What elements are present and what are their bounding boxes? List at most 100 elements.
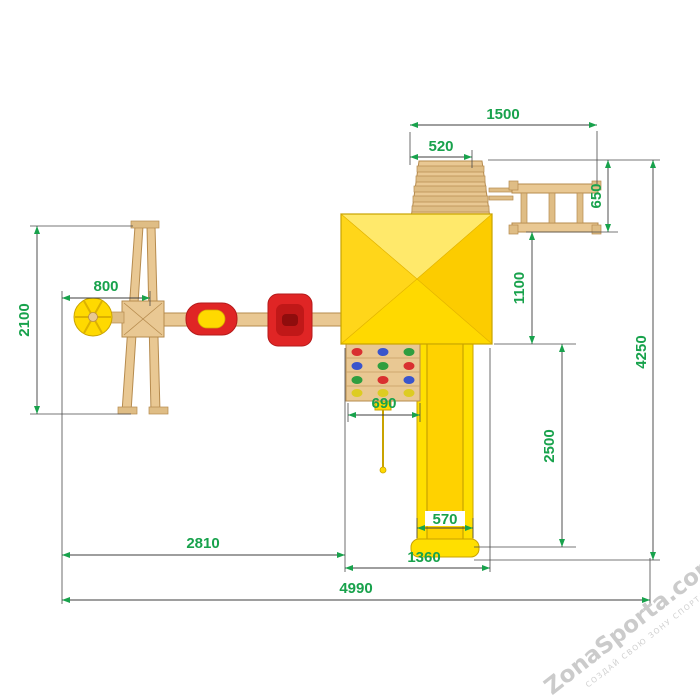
dim-2500-label: 2500	[541, 429, 558, 462]
rope-ball	[379, 466, 387, 474]
dimensions: 1500 520 650 1100	[16, 106, 660, 604]
post-foot	[591, 180, 602, 191]
arrow-head	[464, 154, 472, 160]
arrow-head	[62, 552, 70, 558]
arrow-head	[559, 344, 565, 352]
arrow-head	[559, 539, 565, 547]
arrow-head	[142, 295, 150, 301]
dim-4250-label: 4250	[633, 335, 650, 368]
hub-brace	[123, 302, 163, 336]
climb-hold	[377, 376, 389, 384]
dim-650-label: 650	[588, 183, 605, 208]
dim-1100-label: 1100	[511, 272, 528, 305]
dim-570-label: 570	[432, 511, 457, 528]
arrow-head	[62, 597, 70, 603]
arrow-head	[529, 336, 535, 344]
dim-1500: 1500	[409, 106, 598, 184]
arrow-head	[650, 160, 656, 168]
a-frame-foot	[117, 406, 138, 415]
a-frame-foot	[148, 406, 169, 415]
arrow-head	[345, 565, 353, 571]
swing-beam	[149, 312, 343, 327]
arrow-head	[465, 525, 473, 531]
climb-hold	[377, 362, 389, 370]
arrow-head	[642, 597, 650, 603]
arrow-head	[348, 412, 356, 418]
arrow-head	[410, 122, 418, 128]
entry-ladder	[410, 160, 491, 219]
ladder-rung	[415, 175, 486, 183]
dim-4990: 4990	[62, 558, 651, 604]
dim-1100: 1100	[494, 232, 576, 345]
post-foot	[591, 224, 602, 235]
climb-hold	[403, 348, 415, 356]
dim-520: 520	[410, 138, 473, 168]
dim-690: 690	[347, 395, 421, 422]
swing-seat	[267, 293, 313, 347]
label-backing	[425, 511, 465, 526]
climb-hold	[351, 376, 363, 384]
dim-2100-label: 2100	[16, 303, 33, 336]
swing-frame	[105, 220, 343, 415]
arrow-head	[482, 565, 490, 571]
ladder-rung	[416, 165, 485, 173]
rung	[520, 192, 528, 224]
arrow-head	[605, 160, 611, 168]
arrow-head	[417, 525, 425, 531]
slide-exit	[410, 538, 480, 558]
climb-hold	[403, 362, 415, 370]
steering-wheel	[73, 297, 113, 337]
dim-650: 650	[488, 159, 660, 233]
climb-hold	[377, 348, 389, 356]
dim-4990-label: 4990	[339, 580, 372, 597]
dim-690-label: 690	[371, 395, 396, 412]
climbing-wall	[345, 343, 421, 402]
arrow-head	[34, 226, 40, 234]
monkey-bars	[488, 180, 602, 235]
structure	[73, 160, 602, 558]
arrow-head	[529, 232, 535, 240]
dim-2100: 2100	[16, 225, 133, 415]
wheel-hub	[88, 312, 98, 322]
watermark: ZonaSporta.com СОЗДАЙ СВОЮ ЗОНУ СПОРТА	[540, 549, 700, 700]
watermark-brand: ZonaSporta.com	[540, 549, 700, 700]
dim-570: 570	[416, 511, 474, 538]
bottom-rail	[511, 222, 599, 233]
slide	[410, 343, 480, 558]
ladder-rung	[411, 205, 490, 213]
climb-hold	[377, 389, 389, 397]
post-foot	[508, 224, 519, 235]
arrow-head	[412, 412, 420, 418]
dim-2810: 2810	[61, 291, 345, 604]
tower-roof	[340, 213, 493, 345]
dim-1500-label: 1500	[486, 106, 519, 123]
a-frame-top-cap	[130, 220, 160, 229]
post-foot	[508, 180, 519, 191]
climb-hold	[403, 389, 415, 397]
dim-520-label: 520	[428, 138, 453, 155]
climb-hold	[351, 348, 363, 356]
rung	[548, 192, 556, 224]
top-rail	[511, 183, 599, 194]
arrow-head	[605, 224, 611, 232]
arrow-head	[34, 406, 40, 414]
climb-hold	[403, 376, 415, 384]
dim-1360-label: 1360	[407, 549, 440, 566]
dim-800: 800	[62, 278, 151, 306]
ladder-rung	[413, 185, 487, 193]
climb-hold	[351, 389, 363, 397]
arrow-head	[410, 154, 418, 160]
arrow-head	[650, 552, 656, 560]
roof-outline	[340, 213, 493, 345]
arrow-head	[62, 295, 70, 301]
slide-bed	[427, 345, 463, 540]
arrow-head	[337, 552, 345, 558]
dim-2810-label: 2810	[186, 535, 219, 552]
seat-slot	[282, 314, 298, 326]
gym-rings	[185, 302, 238, 336]
dim-800-label: 800	[93, 278, 118, 295]
dim-2500: 2500	[474, 344, 576, 548]
climb-hold	[351, 362, 363, 370]
